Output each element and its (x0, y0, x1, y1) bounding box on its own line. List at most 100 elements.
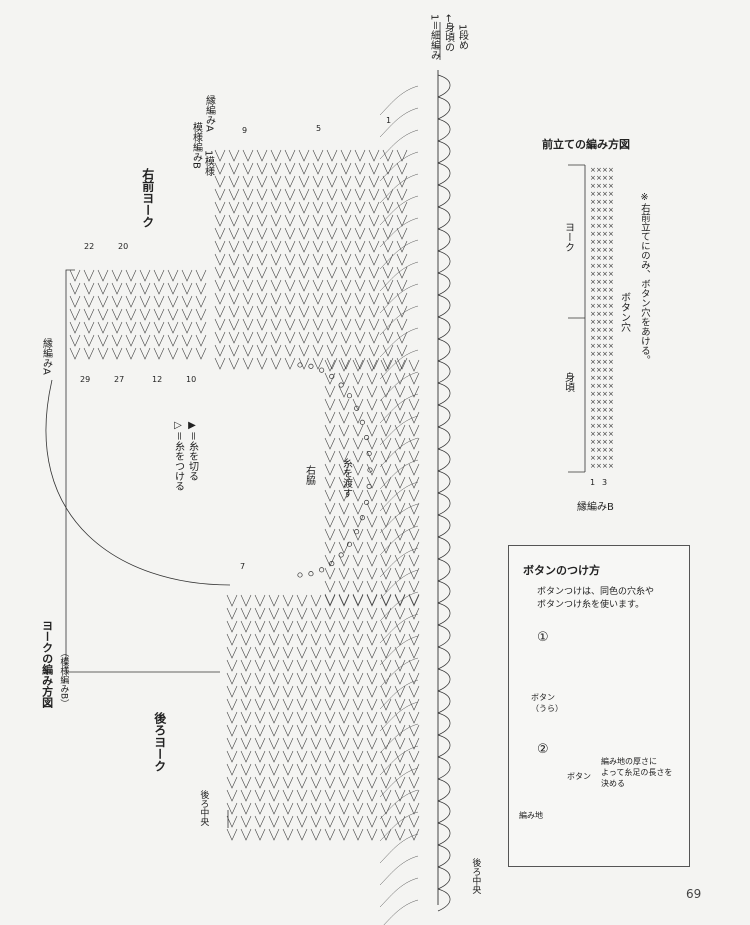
stitch-v (408, 789, 420, 802)
stitch-v (380, 489, 392, 502)
stitch-v (354, 292, 366, 305)
single-crochet-mark: × (590, 278, 596, 286)
single-crochet-mark: × (590, 254, 596, 262)
stitch-v (352, 750, 364, 763)
stitch-v (268, 802, 280, 815)
stitch-v (354, 344, 366, 357)
stitch-v (326, 240, 338, 253)
single-crochet-mark: × (596, 182, 602, 190)
stitch-v (83, 282, 95, 295)
stitch-v (296, 672, 308, 685)
stitch-v (282, 776, 294, 789)
fan-stitch (379, 679, 419, 710)
single-crochet-mark: × (590, 446, 596, 454)
row-number: 1 (386, 116, 392, 125)
stitch-v (226, 802, 238, 815)
stitch-v (380, 528, 392, 541)
single-crochet-mark: × (608, 462, 614, 470)
stitch-v (352, 580, 364, 593)
stitch-v (298, 175, 310, 188)
stitch-chain (359, 419, 365, 425)
stitch-v (242, 240, 254, 253)
stitch-v (380, 593, 392, 606)
top-right-note-1: 1＝細編み (428, 14, 440, 61)
stitch-v (153, 334, 165, 347)
stitch-v (408, 763, 420, 776)
stitch-v (380, 620, 392, 633)
single-crochet-mark: × (602, 254, 608, 262)
stitch-v (380, 424, 392, 437)
single-crochet-mark: × (602, 230, 608, 238)
edge-scallop (437, 250, 451, 274)
single-crochet-mark: × (596, 406, 602, 414)
stitch-v (380, 567, 392, 580)
stitch-v (368, 149, 380, 162)
fan-stitch (379, 877, 419, 908)
single-crochet-mark: × (602, 326, 608, 334)
stitch-v (324, 633, 336, 646)
stitch-v (366, 776, 378, 789)
stitch-v (408, 594, 420, 607)
single-crochet-mark: × (590, 270, 596, 278)
stitch-v (282, 620, 294, 633)
stitch-v (394, 698, 406, 711)
row-number: 5 (316, 124, 322, 133)
stitch-v (228, 279, 240, 292)
stitch-v (394, 607, 406, 620)
stitch-v (324, 646, 336, 659)
stitch-v (254, 828, 266, 841)
stitch-v (282, 672, 294, 685)
stitch-v (408, 398, 420, 411)
stitch-v (352, 828, 364, 841)
stitch-v (382, 292, 394, 305)
stitch-v (240, 789, 252, 802)
stitch-v (256, 175, 268, 188)
stitch-v (226, 789, 238, 802)
stitch-v (256, 318, 268, 331)
stitch-v (340, 331, 352, 344)
single-crochet-mark: × (596, 262, 602, 270)
stitch-v (352, 411, 364, 424)
single-crochet-mark: × (590, 182, 596, 190)
stitch-v (282, 828, 294, 841)
stitch-v (228, 357, 240, 370)
stitch-v (312, 318, 324, 331)
stitch-v (368, 214, 380, 227)
stitch-v (167, 334, 179, 347)
edge-scallop (437, 624, 451, 648)
stitch-v (296, 711, 308, 724)
fan-stitch (379, 437, 419, 468)
single-crochet-mark: × (596, 438, 602, 446)
stitch-v (352, 802, 364, 815)
stitch-v (338, 828, 350, 841)
fan-stitch (379, 789, 419, 820)
stitch-v (324, 398, 336, 411)
stitch-v (296, 594, 308, 607)
stitch-v (352, 476, 364, 489)
stitch-v (228, 318, 240, 331)
stitch-v (312, 214, 324, 227)
neck-arc-guide (45, 379, 231, 586)
single-crochet-mark: × (608, 422, 614, 430)
stitch-v (352, 489, 364, 502)
stitch-v (382, 253, 394, 266)
edge-scallop (437, 228, 451, 252)
stitch-v (270, 201, 282, 214)
stitch-v (228, 253, 240, 266)
stitch-v (394, 593, 406, 606)
single-crochet-mark: × (602, 350, 608, 358)
stitch-v (354, 279, 366, 292)
stitch-v (352, 437, 364, 450)
stitch-v (366, 815, 378, 828)
legend-cut-thread: ▶＝糸を切る (186, 420, 198, 481)
edge-scallop (437, 866, 451, 890)
row-number: 20 (118, 242, 129, 251)
stitch-v (324, 594, 336, 607)
stitch-v (312, 305, 324, 318)
fan-stitch (379, 129, 419, 160)
stitch-v (338, 424, 350, 437)
single-crochet-mark: × (590, 190, 596, 198)
edge-scallop (437, 294, 451, 318)
stitch-v (310, 594, 322, 607)
stitch-v (298, 331, 310, 344)
